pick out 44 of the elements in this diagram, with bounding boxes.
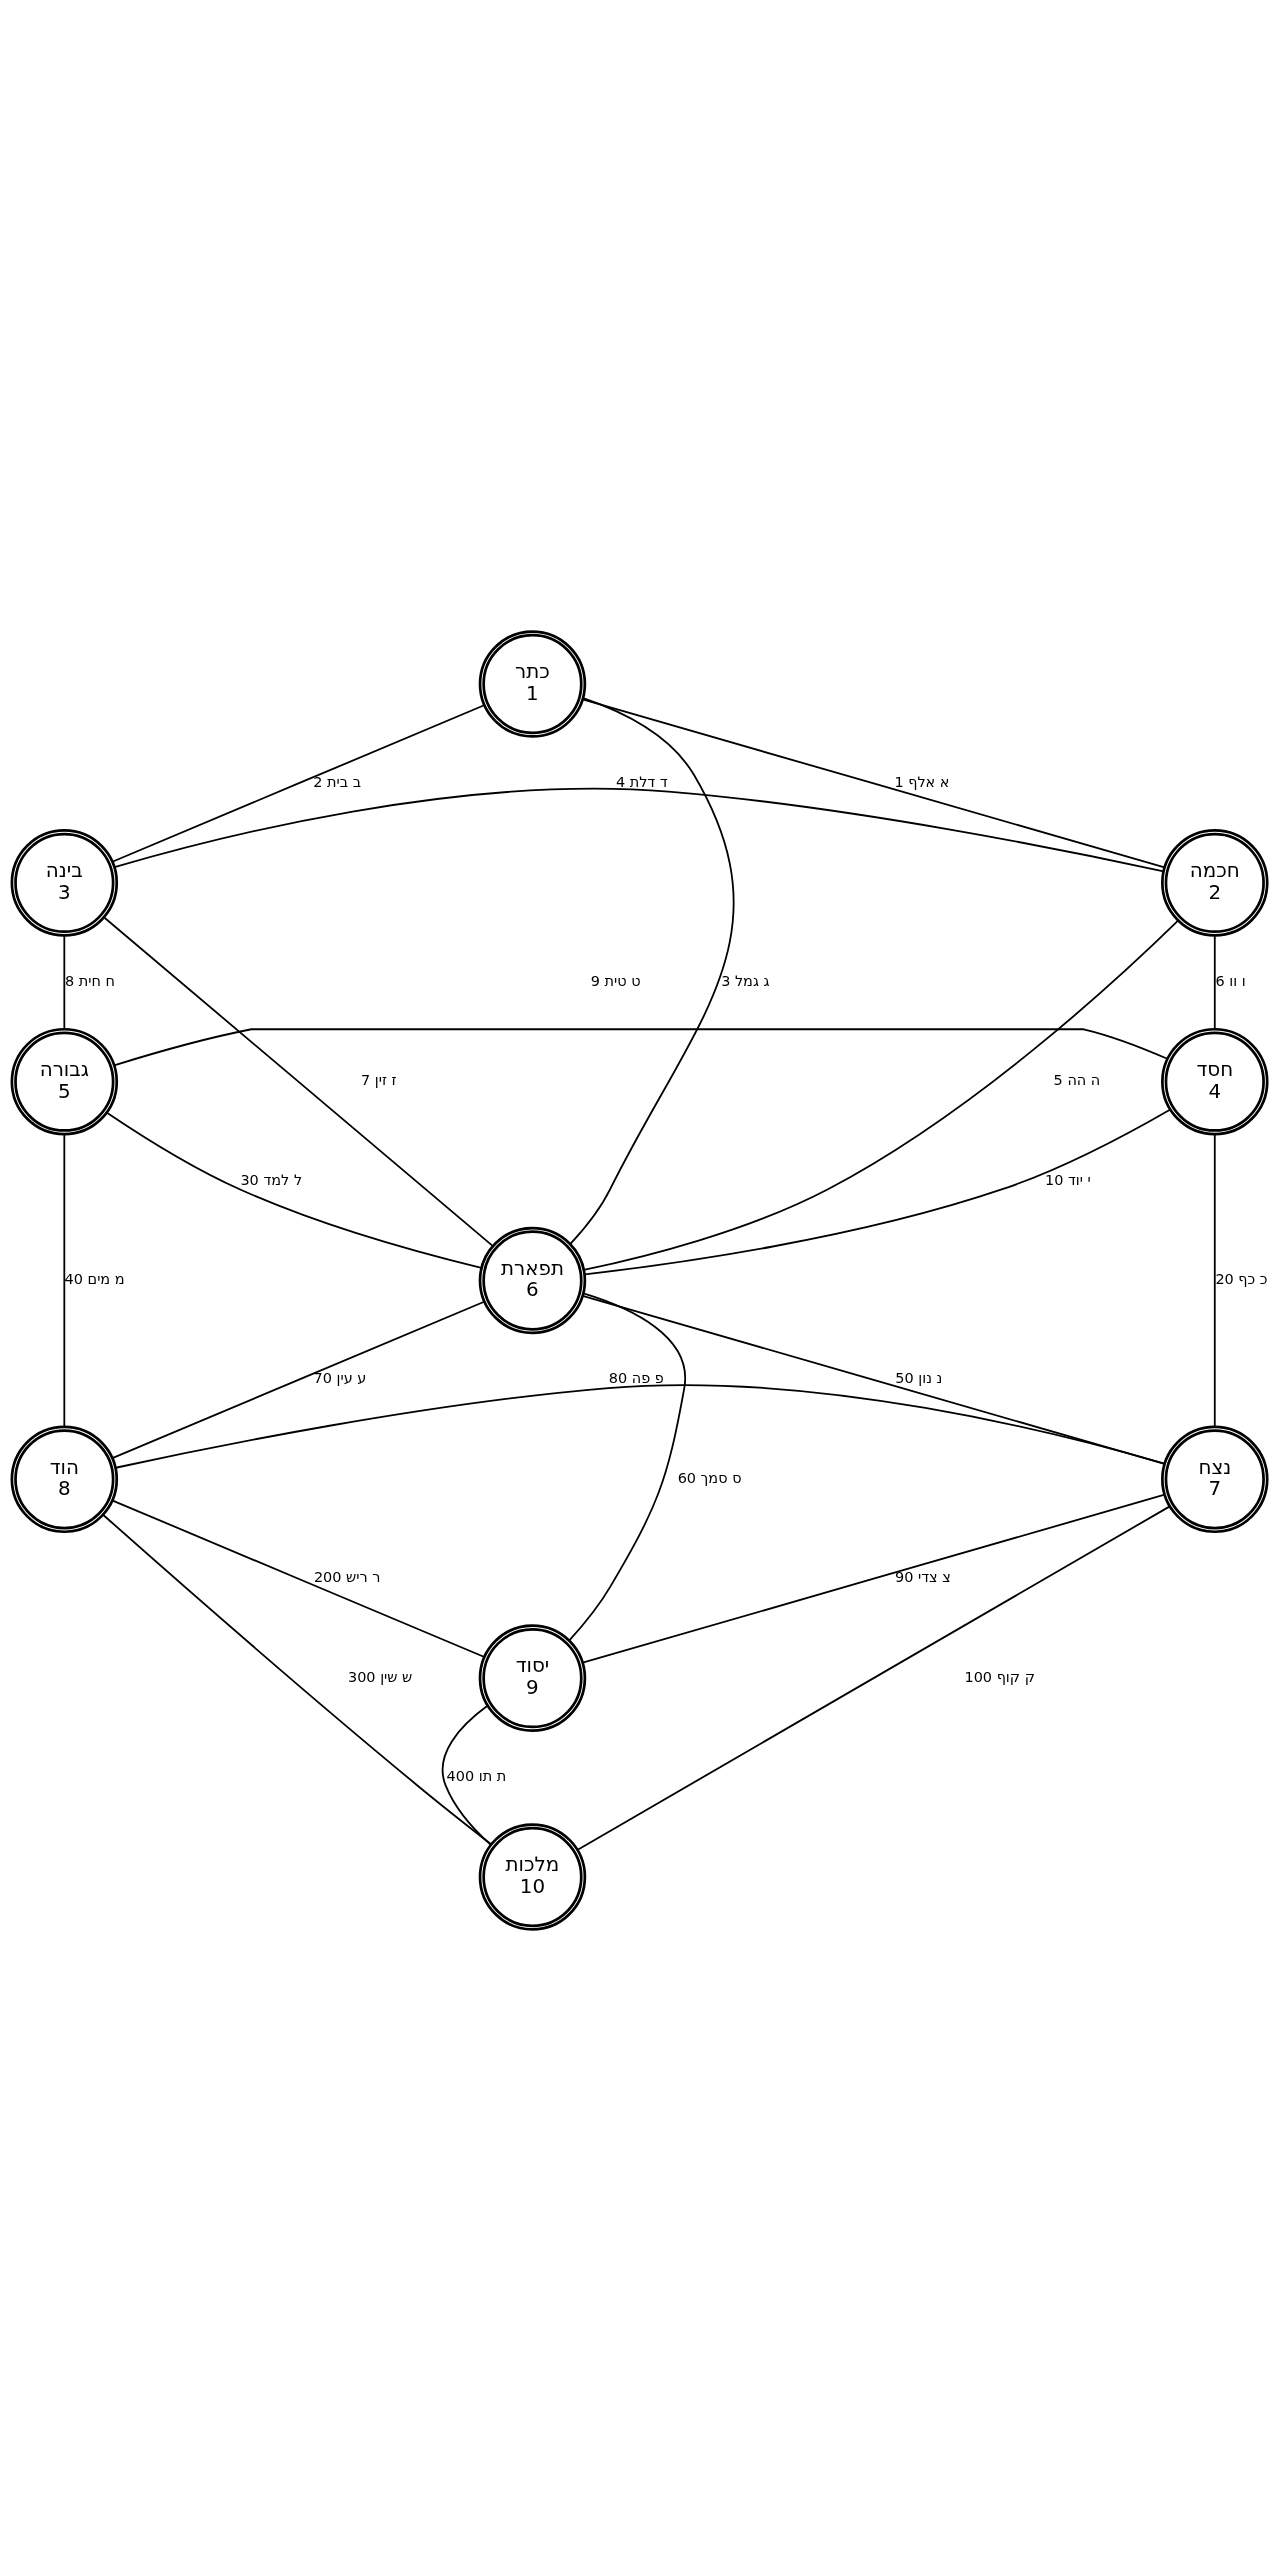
connector [106, 1111, 483, 1269]
edge-label: 6 ו וו [1215, 972, 1246, 989]
edge-label: 30 ל למד [240, 1171, 303, 1188]
connector [581, 1493, 1166, 1664]
edge-label: 10 י יוד [1045, 1171, 1091, 1188]
edge-label: 50 נ נון [895, 1369, 943, 1386]
connector [113, 1027, 1169, 1066]
connector [582, 919, 1179, 1271]
connector [103, 916, 494, 1247]
edge-label: 1 א אלף [894, 773, 950, 790]
edge-label: 3 ג גמל [721, 972, 770, 989]
edge-label: 4 ד דלת [615, 773, 668, 790]
connector [581, 1294, 1166, 1465]
connector [63, 934, 66, 1030]
edge-label: 7 ז זין [361, 1071, 397, 1088]
edge-label: 80 פ פה [608, 1369, 664, 1386]
edge-label: 5 ה הה [1053, 1071, 1101, 1088]
edge-label: 2 ב בית [313, 773, 362, 790]
connector [63, 1132, 66, 1428]
connector [111, 1499, 486, 1658]
connector [569, 696, 735, 1245]
connector [441, 1704, 492, 1846]
edge-label: 70 ע עין [313, 1369, 367, 1386]
edge-label: 300 ש שין [347, 1668, 413, 1685]
connector [102, 1513, 493, 1845]
connector [111, 1300, 486, 1459]
edge-label: 9 ט טית [590, 972, 641, 989]
edge-label: 40 מ מים [64, 1270, 125, 1287]
edge-label: 60 ס סמך [677, 1469, 742, 1486]
connector [114, 1383, 1166, 1469]
connector [581, 698, 1166, 868]
connector [576, 1504, 1171, 1851]
connector [583, 1108, 1171, 1275]
connector [568, 1292, 687, 1641]
edge-label: 20 כ כף [1215, 1270, 1268, 1287]
connector [113, 787, 1165, 872]
edge-label: 100 ק קוף [964, 1668, 1035, 1685]
connector [1213, 934, 1216, 1030]
edge-label: 200 ר ריש [313, 1568, 381, 1585]
edge-label: 400 ת תו [446, 1767, 507, 1784]
edge-label: 90 צ צדי [894, 1568, 951, 1585]
connector [1213, 1132, 1216, 1428]
connector [111, 703, 486, 863]
edge-label: 8 ח חית [65, 972, 116, 989]
